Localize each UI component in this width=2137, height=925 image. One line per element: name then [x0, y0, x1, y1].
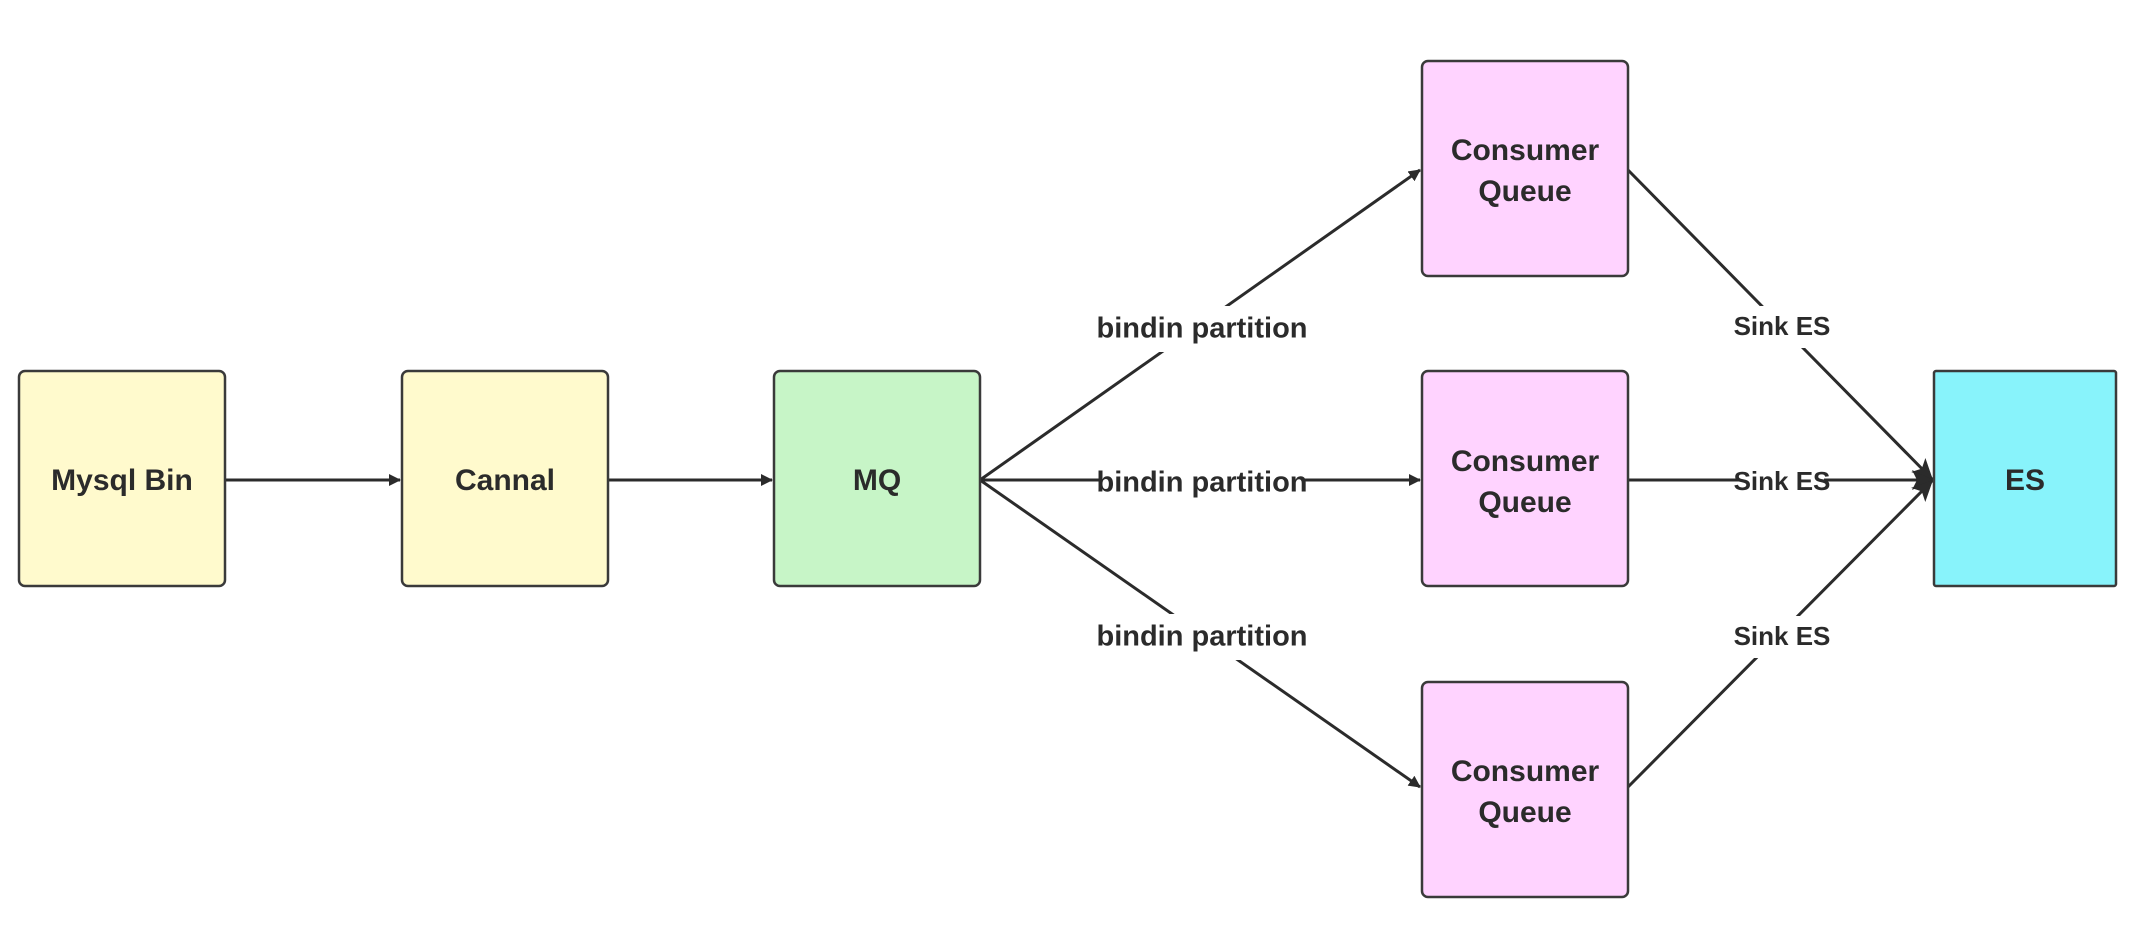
edge-label-bindin-1: bindin partition: [1096, 306, 1308, 352]
node-label: ES: [2005, 464, 2045, 497]
edge-label-bindin-2: bindin partition: [1096, 462, 1308, 504]
node-label-line-2: Queue: [1478, 175, 1571, 208]
edge-label-text: Sink ES: [1734, 466, 1831, 496]
node-cannal[interactable]: Cannal: [400, 369, 610, 588]
node-mysql-bin[interactable]: Mysql Bin: [17, 369, 227, 588]
node-consumer-queue-1[interactable]: Consumer Queue: [1420, 59, 1630, 278]
edge-label-text: Sink ES: [1734, 621, 1831, 651]
node-label: MQ: [853, 464, 901, 497]
node-consumer-queue-3[interactable]: Consumer Queue: [1420, 680, 1630, 899]
node-consumer-queue-2[interactable]: Consumer Queue: [1420, 369, 1630, 588]
node-label-line-1: Consumer: [1451, 134, 1600, 167]
edge-label-bindin-3: bindin partition: [1096, 614, 1308, 660]
node-mq[interactable]: MQ: [772, 369, 982, 588]
edge-label-text: bindin partition: [1096, 313, 1307, 345]
edge-label-sink-2: Sink ES: [1734, 462, 1831, 502]
node-es[interactable]: ES: [1932, 369, 2118, 588]
nodes: Mysql Bin Cannal MQ Consumer Queue Consu…: [17, 59, 2118, 899]
edge-labels: bindin partition bindin partition bindin…: [1096, 306, 1830, 660]
edge-label-text: bindin partition: [1096, 467, 1307, 499]
node-label-line-2: Queue: [1478, 796, 1571, 829]
node-label: Cannal: [455, 464, 555, 497]
node-label-line-2: Queue: [1478, 486, 1571, 519]
node-label: Mysql Bin: [51, 464, 193, 497]
edge-label-sink-1: Sink ES: [1734, 306, 1831, 348]
node-label-line-1: Consumer: [1451, 755, 1600, 788]
edge-label-text: Sink ES: [1734, 311, 1831, 341]
node-label-line-1: Consumer: [1451, 445, 1600, 478]
edge-label-sink-3: Sink ES: [1734, 616, 1831, 658]
edge-label-text: bindin partition: [1096, 621, 1307, 653]
